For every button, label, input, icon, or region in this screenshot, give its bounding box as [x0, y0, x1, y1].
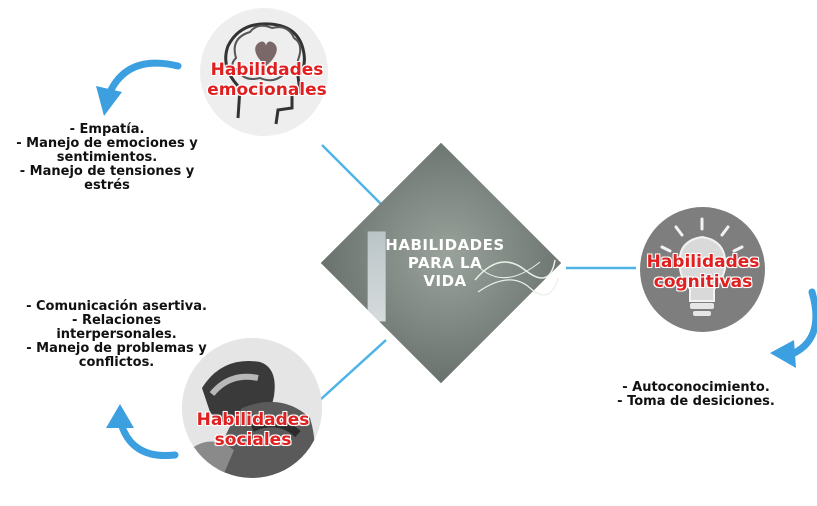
curved-arrow-head-emocionales: [96, 86, 122, 116]
center-swirl-decoration: [474, 259, 559, 296]
curved-arrow-head-sociales: [106, 404, 134, 428]
emocionales-label: Habilidades emocionales: [207, 60, 327, 100]
curved-arrow-icon: [106, 59, 182, 96]
connector-sociales: [319, 339, 387, 401]
connector-emocionales: [321, 144, 386, 209]
center-title: HABILIDADES PARA LA VIDA: [385, 236, 505, 290]
emocionales-circle: [200, 8, 328, 136]
hug-photo: [182, 338, 322, 478]
curved-arrow-head-cognitivas: [770, 340, 796, 368]
sociales-items: - Comunicación asertiva. - Relaciones in…: [26, 299, 207, 370]
lightbulb-brain-icon: [660, 217, 744, 316]
curved-arrow-icon: [786, 288, 817, 359]
sociales-label: Habilidades sociales: [196, 410, 310, 450]
head-heart-icon: [224, 22, 306, 125]
cognitivas-items: - Autoconocimiento. - Toma de desiciones…: [617, 380, 775, 409]
emocionales-items: - Empatía. - Manejo de emociones y senti…: [16, 122, 198, 193]
cognitivas-circle: [640, 207, 765, 332]
sociales-circle: [182, 338, 322, 478]
cognitivas-label: Habilidades cognitivas: [646, 252, 760, 292]
